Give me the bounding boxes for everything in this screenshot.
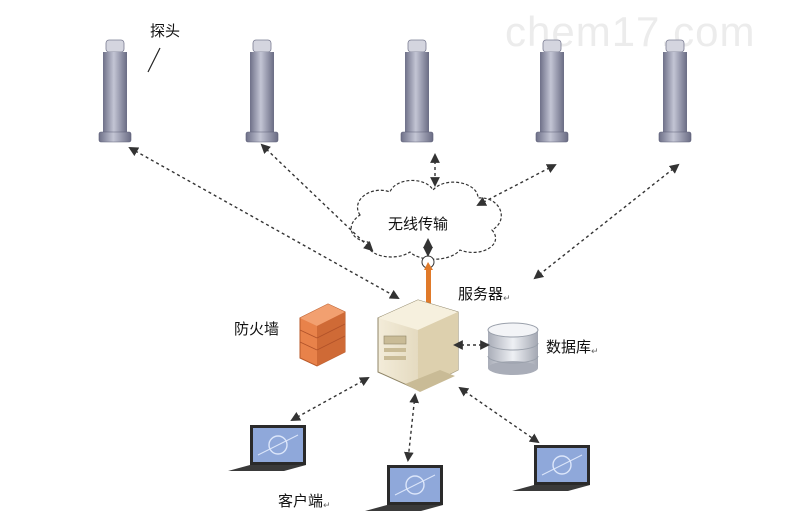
client-label: 客户端↵ — [278, 492, 331, 511]
probe-icon — [98, 39, 132, 143]
wireless-label: 无线传输 — [388, 215, 449, 233]
connections-group — [128, 143, 680, 462]
laptop-icon — [365, 465, 443, 511]
probe-label: 探头 — [150, 22, 181, 40]
connection-arrow — [290, 377, 370, 421]
database-label: 数据库↵ — [546, 338, 599, 357]
firewall-icon — [299, 303, 346, 367]
firewall-label: 防火墙 — [234, 320, 280, 338]
server-icon — [377, 299, 459, 392]
connection-arrow — [533, 163, 680, 280]
probes-group — [98, 39, 692, 143]
laptop-icon — [228, 425, 306, 471]
probe-icon — [245, 39, 279, 143]
server-label: 服务器↵ — [458, 285, 511, 304]
probe-icon — [535, 39, 569, 143]
antenna-icon — [421, 255, 435, 310]
probe-label-pointer — [147, 47, 161, 73]
connection-arrow — [260, 143, 374, 252]
laptops-group — [228, 425, 590, 511]
connection-arrow — [403, 393, 420, 462]
database-icon — [487, 322, 539, 375]
connection-arrow — [476, 164, 557, 206]
probe-icon — [400, 39, 434, 143]
probe-icon — [658, 39, 692, 143]
laptop-icon — [512, 445, 590, 491]
connection-arrow — [458, 386, 540, 444]
